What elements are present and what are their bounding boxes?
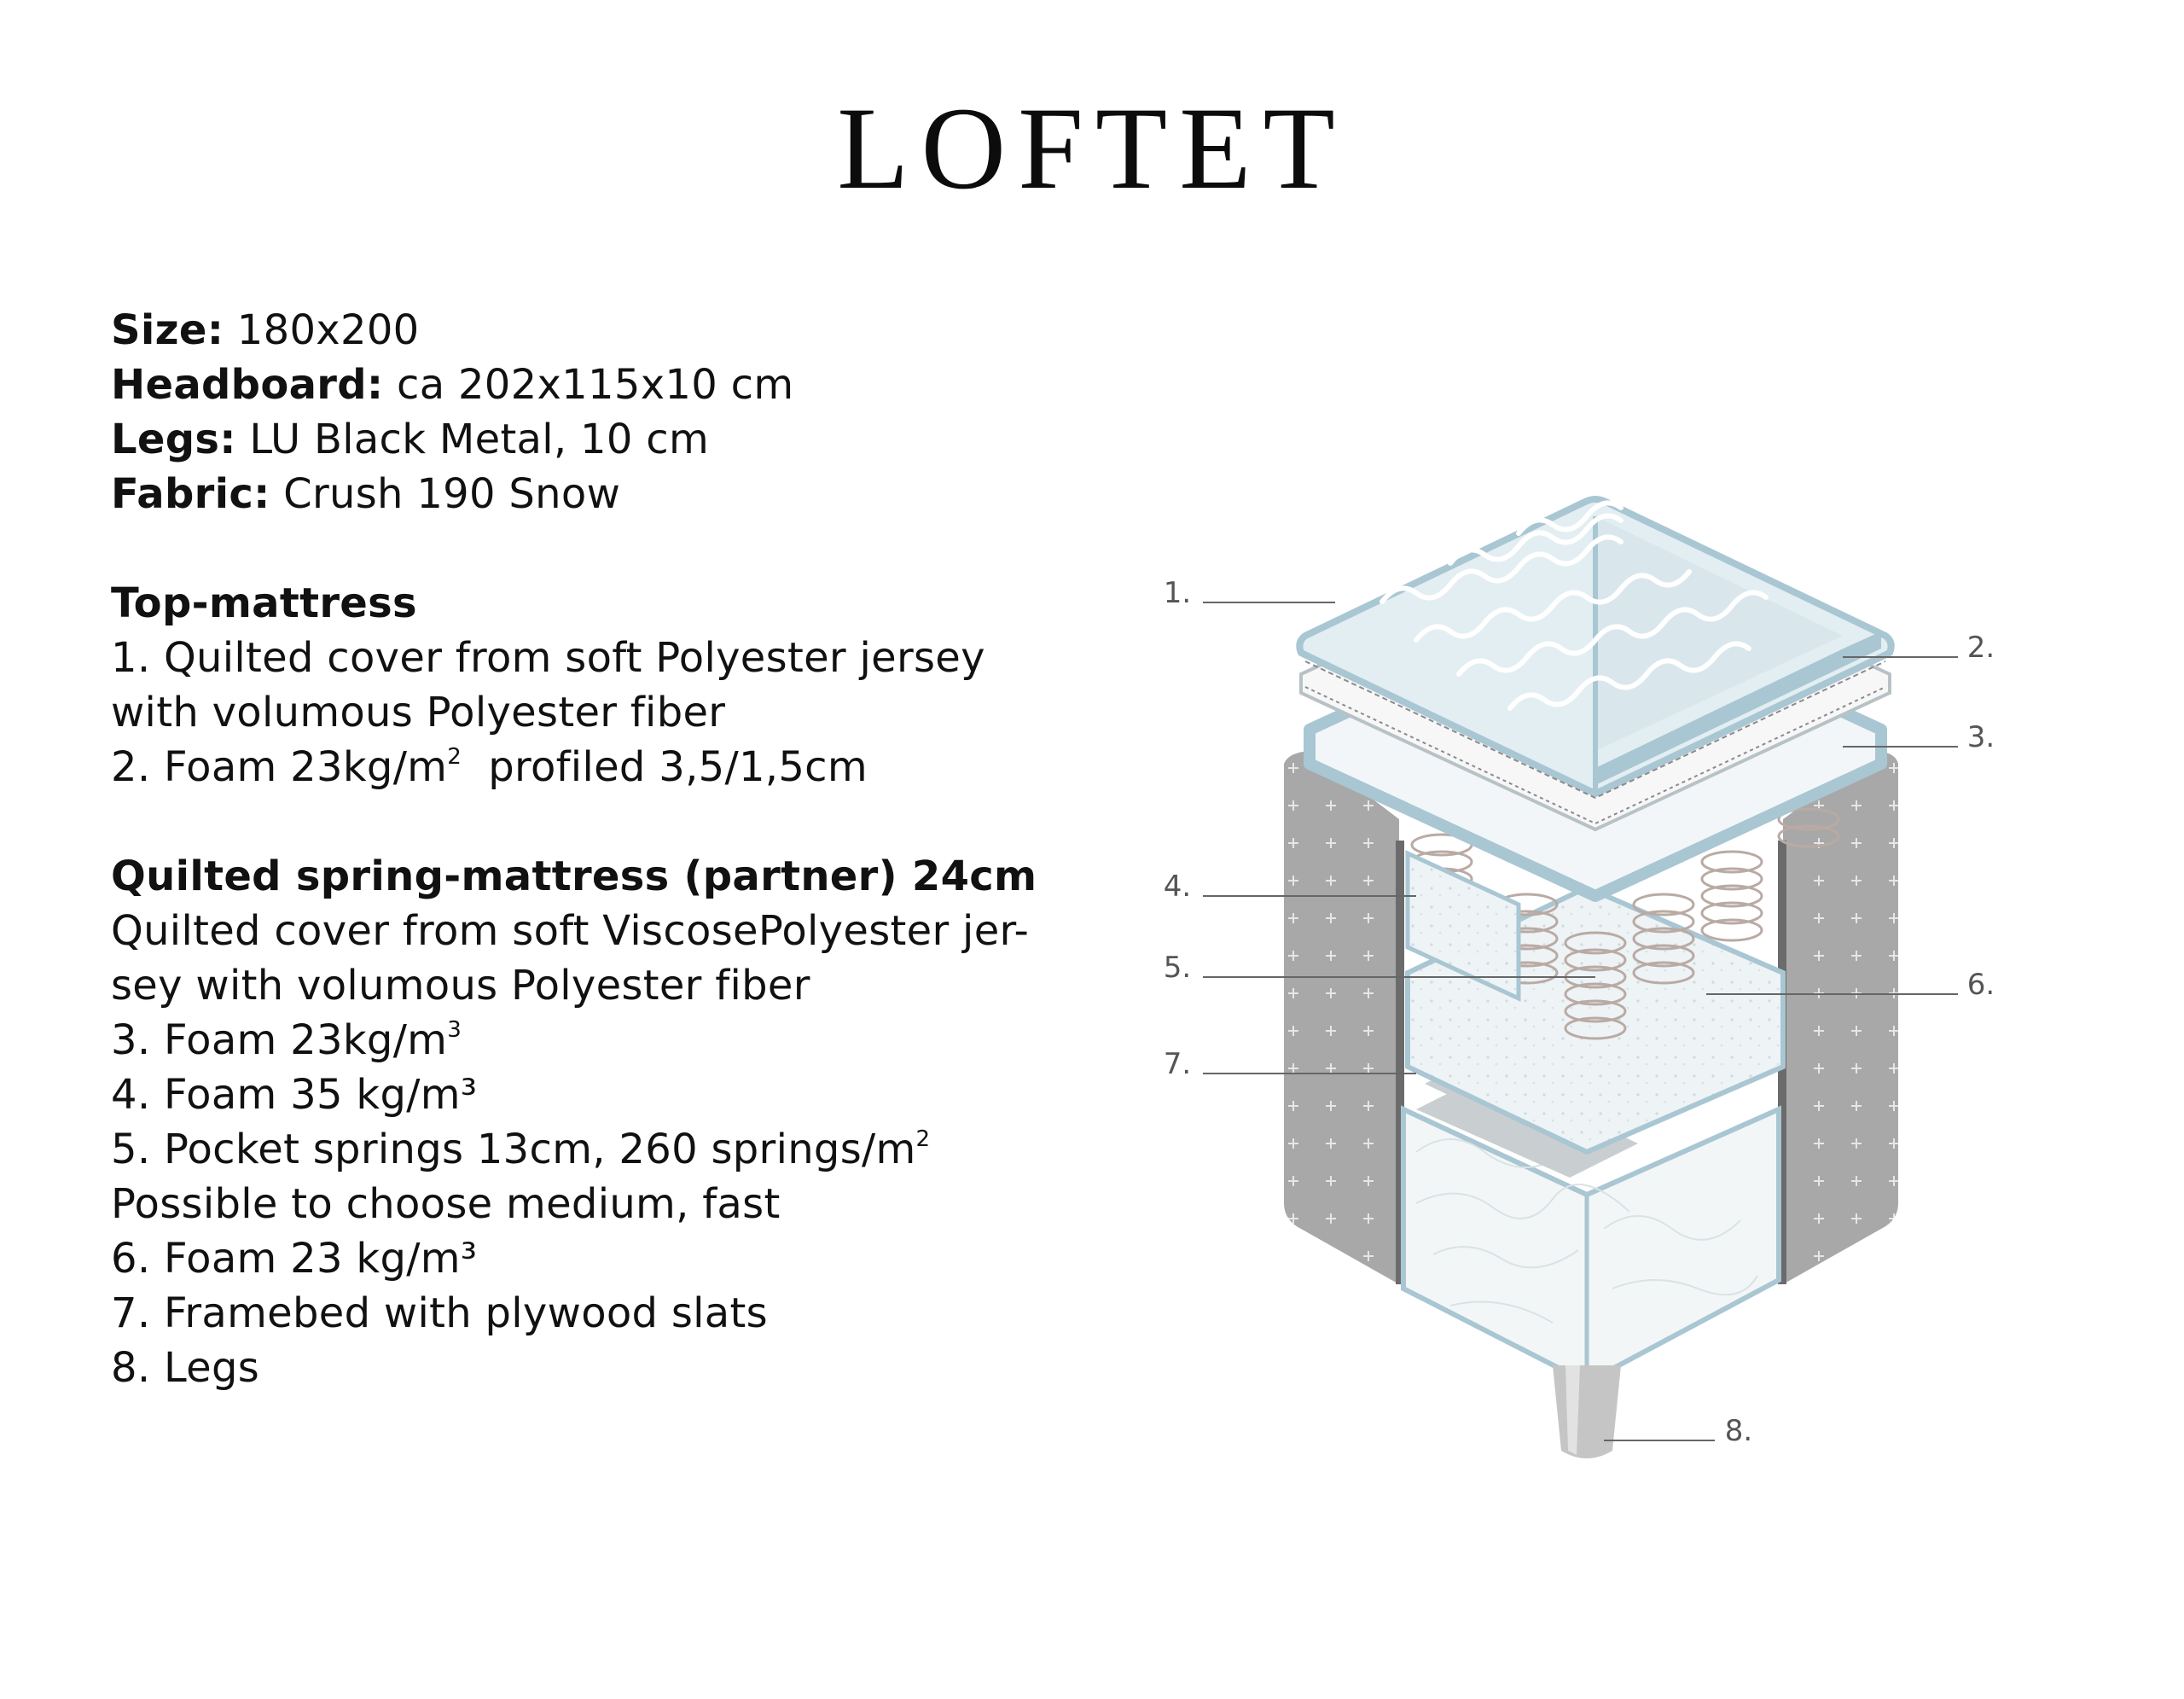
item-text: 3. Foam 23kg/m [111, 1016, 448, 1064]
spec-value: LU Black Metal, 10 cm [249, 416, 710, 463]
foam-block-4 [1405, 850, 1521, 1002]
spec-size: Size: 180x200 [111, 303, 1109, 358]
spring-item-7: 7. Framebed with plywood slats [111, 1289, 768, 1337]
item-text: profiled 3,5/1,5cm [462, 743, 868, 791]
left-side-panel [1284, 751, 1399, 1284]
superscript: 2 [915, 1126, 931, 1152]
spring-cover-line-2: sey with volumous Polyester fiber [111, 962, 810, 1010]
top-mattress-item-1: 1. Quilted cover from soft Polyester jer… [111, 634, 985, 682]
spec-label: Size: [111, 306, 224, 354]
leg [1553, 1365, 1621, 1458]
item-text: 2. Foam 23kg/m [111, 743, 448, 791]
leg-highlight [1565, 1365, 1580, 1455]
spring-item-6: 6. Foam 23 kg/m³ [111, 1235, 478, 1283]
quilt-wave-pattern [1380, 500, 1769, 711]
callout-label-6: 6. [1967, 968, 1995, 1002]
spec-label: Legs: [111, 416, 236, 463]
page-title: LOFTET [837, 83, 1347, 213]
top-mattress-side-panel [1595, 631, 1881, 785]
foam-layer-2-stitch [1304, 686, 1886, 825]
item-text: 5. Pocket springs 13cm, 260 springs/m [111, 1126, 916, 1173]
frame-post-left [1396, 841, 1404, 1284]
spec-value: 180x200 [236, 306, 420, 354]
callout-label-7: 7. [1164, 1047, 1191, 1081]
spring-item-8: 8. Legs [111, 1344, 260, 1392]
spring [1632, 893, 1695, 985]
spring-item-5: 5. Pocket springs 13cm, 260 springs/m2 [111, 1122, 1109, 1177]
callout-label-2: 2. [1967, 631, 1995, 665]
spring [1564, 931, 1627, 1040]
spec-list: Size: 180x200 Headboard: ca 202x115x10 c… [111, 303, 1109, 1395]
spring [1700, 850, 1763, 942]
top-mattress-stitch [1304, 660, 1886, 800]
spring-cover-line-1: Quilted cover from soft ViscosePolyester… [111, 907, 1030, 955]
spec-value: ca 202x115x10 cm [397, 361, 794, 409]
callout-label-1: 1. [1164, 576, 1191, 610]
base-box-topo-pattern [1415, 1138, 1758, 1324]
spring-item-5-note: Possible to choose medium, fast [111, 1180, 781, 1228]
top-mattress-heading: Top-mattress [111, 579, 417, 627]
superscript: 3 [447, 1017, 462, 1043]
callout-label-5: 5. [1164, 951, 1191, 985]
right-side-panel [1783, 751, 1898, 1284]
callout-label-4: 4. [1164, 870, 1191, 904]
spec-headboard: Headboard: ca 202x115x10 cm [111, 358, 1109, 412]
callout-lines [1203, 602, 1958, 1441]
spec-label: Headboard: [111, 361, 384, 409]
callout-label-3: 3. [1967, 720, 1995, 754]
spring [1777, 807, 1840, 848]
top-mattress-cut-face [1595, 516, 1843, 751]
superscript: 2 [447, 744, 462, 770]
top-mattress-item-2: 2. Foam 23kg/m2 profiled 3,5/1,5cm [111, 740, 1109, 794]
spec-label: Fabric: [111, 470, 270, 518]
spring-item-3: 3. Foam 23kg/m3 [111, 1013, 1109, 1068]
top-mattress-item-1-cont: with volumous Polyester fiber [111, 689, 726, 736]
spec-value: Crush 190 Snow [283, 470, 621, 518]
spring-mattress-heading: Quilted spring-mattress (partner) 24cm [111, 852, 1037, 900]
spec-legs: Legs: LU Black Metal, 10 cm [111, 412, 1109, 467]
spring-item-4: 4. Foam 35 kg/m³ [111, 1071, 478, 1119]
callout-label-8: 8. [1725, 1414, 1752, 1448]
spec-fabric: Fabric: Crush 190 Snow [111, 467, 1109, 521]
